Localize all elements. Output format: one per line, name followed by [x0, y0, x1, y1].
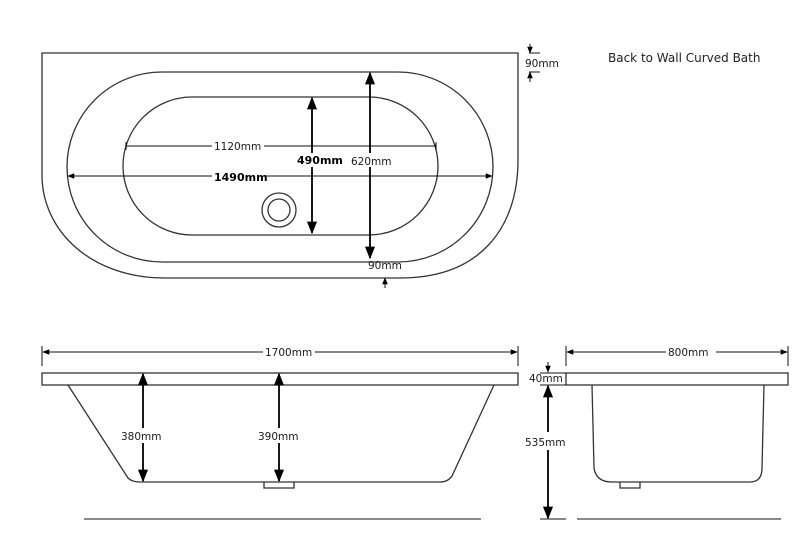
drawing-title: Back to Wall Curved Bath — [608, 51, 760, 65]
center-depth-label: 390mm — [258, 431, 299, 443]
side-body — [67, 384, 495, 483]
plan-outer-rim — [41, 52, 519, 279]
side-view: 1700mm 380mm 390mm — [41, 346, 519, 520]
end-waste — [619, 482, 641, 489]
rim-bottom-label: 90mm — [368, 260, 402, 272]
plan-view: 90mm 1120mm 1490mm 490mm 620mm 90mm — [41, 44, 559, 288]
basin-length-label: 1490mm — [214, 171, 268, 184]
side-waste — [263, 482, 295, 489]
end-body — [591, 384, 765, 483]
inner-width-label: 490mm — [297, 154, 343, 167]
end-depth-label: 380mm — [121, 431, 162, 443]
plan-basin-outline — [66, 71, 494, 263]
total-height-label: 535mm — [525, 437, 566, 449]
side-rim — [41, 372, 519, 386]
end-rim — [565, 372, 789, 386]
overall-width-label: 800mm — [668, 347, 709, 359]
plug-hole-inner — [267, 198, 291, 222]
rim-thickness-label: 40mm — [529, 373, 563, 385]
outer-width-label: 620mm — [351, 156, 392, 168]
end-view: 800mm 40mm 535mm — [525, 346, 789, 520]
inner-length-label: 1120mm — [214, 141, 261, 153]
rim-top-label: 90mm — [525, 58, 559, 70]
plan-basin-floor — [122, 96, 439, 236]
overall-length-label: 1700mm — [265, 347, 312, 359]
plug-hole-outer — [261, 192, 297, 228]
